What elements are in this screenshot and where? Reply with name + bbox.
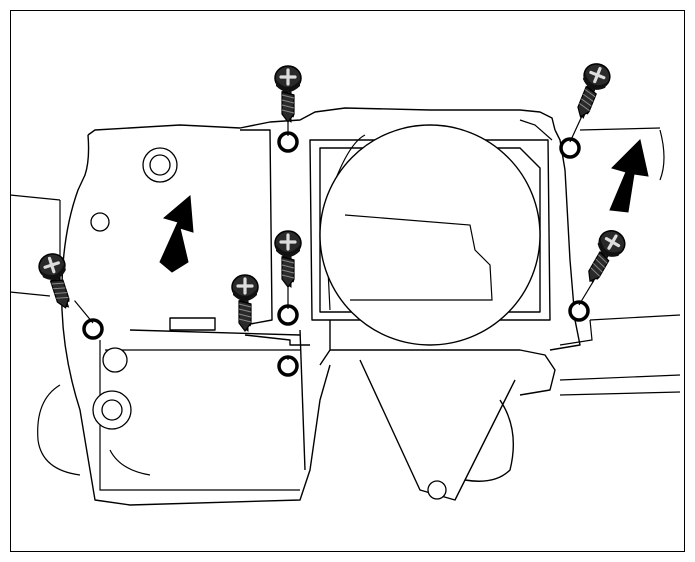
screw-icon xyxy=(230,273,260,333)
screw-hole xyxy=(82,318,104,340)
screw-icon xyxy=(273,64,303,124)
housing-outline xyxy=(61,107,581,506)
screw-guide-line xyxy=(578,280,595,306)
left-cable-outline xyxy=(9,194,81,476)
direction-arrow-layer xyxy=(159,139,649,273)
screw-hole xyxy=(559,137,581,159)
screw-icon xyxy=(273,229,303,289)
arrow-up-icon xyxy=(159,194,194,273)
screw-guide-line xyxy=(569,115,583,143)
right-shaft-outline xyxy=(559,127,681,396)
screw-icon xyxy=(34,248,80,314)
screw-icon xyxy=(577,224,631,290)
frame-border xyxy=(10,10,685,552)
screw-guide-line xyxy=(74,300,94,324)
screw-hole xyxy=(568,300,590,322)
arrow-up-icon xyxy=(609,139,649,213)
housing-round-opening xyxy=(319,124,541,346)
screw-layer xyxy=(34,58,631,377)
screw-icon xyxy=(566,58,616,124)
housing-bosses xyxy=(90,147,447,500)
